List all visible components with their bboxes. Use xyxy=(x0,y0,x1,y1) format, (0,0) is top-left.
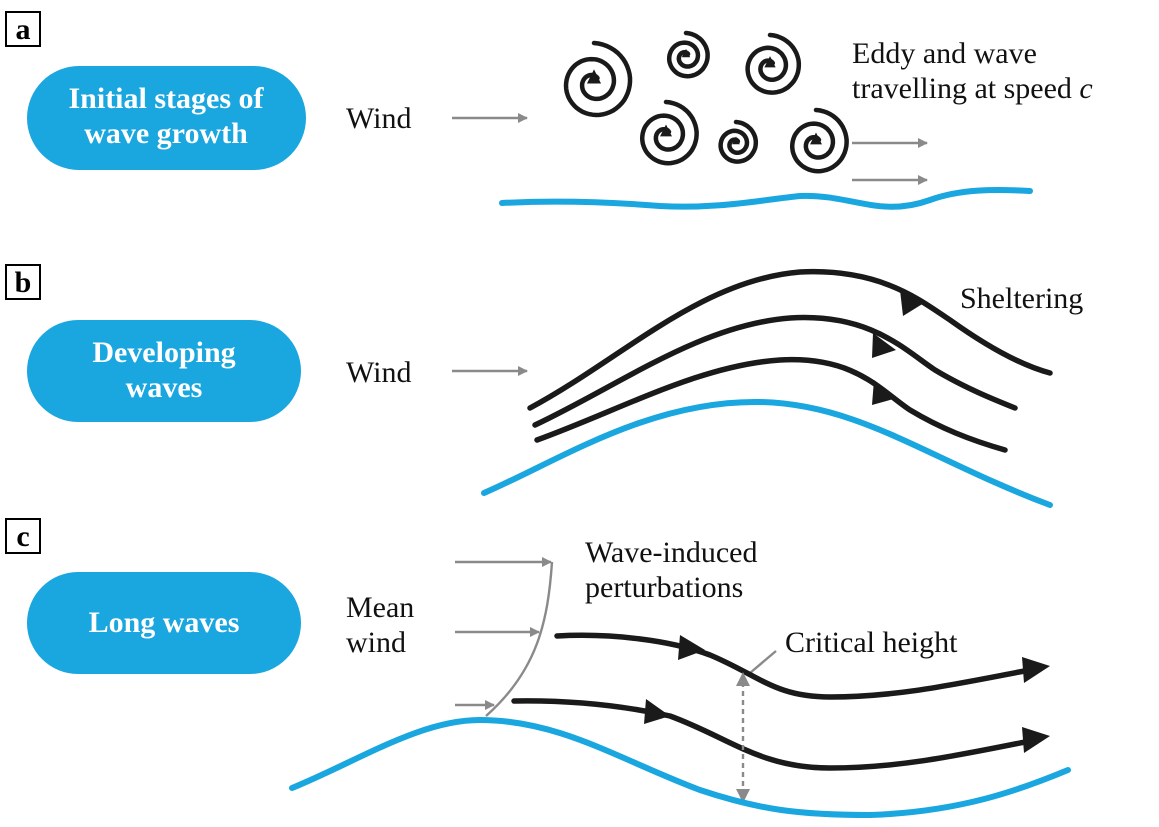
panel-c-streamline-upper xyxy=(554,632,1038,700)
panel-a-title-line1: Initial stages of xyxy=(69,82,265,115)
panel-a: a Initial stages of wave growth Wind Edd… xyxy=(5,11,1093,210)
panel-c-arrowhead-lower-end xyxy=(1022,727,1050,753)
panel-c-title: Long waves xyxy=(89,606,240,639)
panel-c-mean-wind-line1: Mean xyxy=(346,591,414,624)
panel-c-mean-wind-line2: wind xyxy=(346,626,406,659)
panel-c-letter: c xyxy=(16,520,29,553)
panel-c-title-pill xyxy=(27,572,301,674)
panel-b-wind-label: Wind xyxy=(346,356,411,389)
panel-c-wind-profile-curve xyxy=(485,561,554,717)
panel-b-streamline-upper xyxy=(527,268,1053,411)
panel-a-letter-box xyxy=(5,11,41,47)
panel-b-arrowhead-middle xyxy=(872,333,896,358)
eddy-spiral xyxy=(666,30,710,79)
panel-c-critical-arrowhead-bottom xyxy=(736,789,750,803)
panel-b-title-line2: waves xyxy=(126,371,203,404)
panel-b-arrowhead-upper xyxy=(900,290,924,316)
panel-b-sheltering-label: Sheltering xyxy=(960,282,1083,315)
eddy-arrowhead xyxy=(586,69,602,84)
eddy-arrowhead xyxy=(660,124,672,137)
panel-b-letter-box xyxy=(5,264,41,300)
panel-b-arrowhead-lower xyxy=(872,380,897,405)
panel-c-letter-box xyxy=(5,518,41,554)
panel-b-letter: b xyxy=(15,266,32,299)
panel-c-critical-arrowhead-top xyxy=(736,672,750,686)
panel-b-title-line1: Developing xyxy=(92,336,235,369)
panel-c-arrowhead-upper-end xyxy=(1022,657,1050,683)
panel-b-streamline-middle xyxy=(532,314,1018,428)
eddy-spiral xyxy=(563,40,633,118)
panel-c-arrowhead-upper-mid xyxy=(678,635,705,660)
panel-c-water-surface xyxy=(289,716,1071,819)
panel-c-arrowhead-lower-mid xyxy=(644,699,670,724)
panel-b-title-pill xyxy=(27,320,301,422)
panel-a-letter: a xyxy=(16,13,31,46)
eddy-spiral xyxy=(639,99,699,166)
panel-c-streamline-lower xyxy=(511,698,1038,771)
eddy-spiral xyxy=(718,119,759,164)
panel-a-water-surface xyxy=(499,186,1033,210)
panel-c-critical-leader-line xyxy=(749,650,777,674)
eddy-spiral xyxy=(789,107,849,174)
panel-c-perturbation-line1: Wave-induced xyxy=(585,536,758,569)
panel-c: c Long waves Mean wind Wave-induced pert… xyxy=(5,518,1071,819)
panel-b-water-surface xyxy=(481,398,1053,508)
panel-c-critical-height-label: Critical height xyxy=(785,626,958,659)
panel-a-title-line2: wave growth xyxy=(84,117,248,150)
panel-b-streamline-lower xyxy=(534,356,1008,453)
eddy-arrowhead xyxy=(732,136,740,145)
eddy-spiral xyxy=(745,32,802,95)
eddies-group xyxy=(563,30,849,174)
panel-a-title-pill xyxy=(27,66,306,170)
panel-a-annotation-line2: travelling at speed c xyxy=(852,72,1093,105)
panel-c-perturbation-line2: perturbations xyxy=(585,571,743,604)
eddy-arrowhead xyxy=(810,132,822,145)
panel-a-wind-label: Wind xyxy=(346,102,411,135)
eddy-arrowhead xyxy=(681,48,691,58)
panel-a-annotation-line1: Eddy and wave xyxy=(852,37,1037,70)
panel-b: b Developing waves Wind Sheltering xyxy=(5,264,1083,508)
eddy-arrowhead xyxy=(764,56,776,68)
